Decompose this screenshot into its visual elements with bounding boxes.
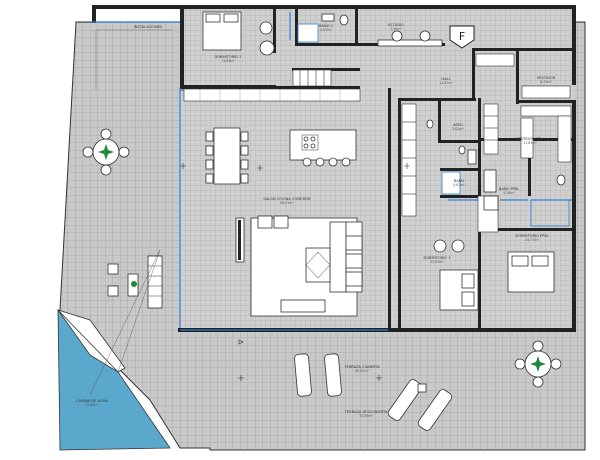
bed-bedroom-1 [439,269,479,311]
room-label-covered-terrace: TERRAZA CUBIERTA [343,365,380,369]
room-label-open-terrace: TERRAZA DESCUBIERTA [344,410,388,414]
room-area-living-kitchen-dining: 58,55m² [280,201,294,205]
bed-bedroom-2 [202,11,242,51]
studio-chair-icon-2 [419,30,431,42]
water-sheet [57,308,171,451]
room-label-master-bath: BAÑO PPAL [499,186,519,191]
toilet-icon-4 [426,119,434,129]
kitchen-counter [183,88,361,102]
studio-desk [377,39,443,47]
room-label-bath: BAÑO [454,178,465,183]
interior-floor [180,8,575,330]
outdoor-lounge [107,255,163,309]
sink-icon-2 [467,149,477,165]
room-area-bedroom-2: 13,63m² [221,59,235,63]
shower-icon-3 [530,199,570,227]
armchair-icon [433,239,447,253]
outdoor-round-table-2 [514,340,562,388]
desk-chair-icon [259,40,275,56]
toilet-icon [339,14,349,26]
room-area-studio: 7,40m² [390,27,402,31]
shower-icon-2 [441,171,461,195]
room-area-bedroom-1: 22,93m² [430,260,444,264]
dining-table [205,127,249,185]
toilet-icon-3 [556,174,566,186]
room-label-master-bedroom: DORMITORIO PPAL [515,234,548,238]
room-area-toilet: 3,02m² [452,127,464,131]
room-label-bedroom-2: DORMITORIO 2 [214,55,241,59]
room-label-studio: ESTUDIO [388,23,404,27]
light-markers [180,163,410,381]
room-label-water-sheet: LÁMINA DE AGUA [76,398,108,403]
chair-icon [259,21,273,35]
room-area-hall: 12,87m² [439,81,453,85]
room-area-master-bedroom: 24,77m² [525,238,539,242]
room-area-master-bath: 9,28m² [503,191,515,195]
living-sofa-set [250,215,363,317]
room-label-installations: INSTALACIONES [134,25,163,29]
room-area-dressing: 6,31m² [540,80,552,84]
kitchen-island [289,129,357,167]
room-label-toilet: ASEO [453,123,463,127]
entrance-marker-label: F [459,30,465,43]
room-label-hall: HALL [441,77,450,81]
armchair-icon-2 [451,239,465,253]
room-area-master-dressing: 11,83m² [523,141,537,145]
bed-master [507,251,555,293]
entrance-marker: F [449,25,475,49]
wardrobes [292,53,572,233]
room-labels: INSTALACIONES DORMITORIO 2 13,63m² BAÑO … [76,23,555,418]
sun-loungers [294,353,453,431]
studio-chair-icon [391,30,403,42]
room-label-bedroom-1: DORMITORIO 1 [423,256,450,260]
room-area-bath-2: 4,67m² [320,28,332,32]
room-area-bath: 4,67m² [453,183,465,187]
room-label-dressing: VESTIDOR [537,76,556,80]
toilet-icon-2 [458,145,466,155]
bathtub-icon [483,195,499,211]
room-area-open-terrace: 72,86m² [359,414,373,418]
sink-icon [321,13,335,22]
room-label-living-kitchen-dining: SALÓN COCINA COMEDOR [263,196,311,201]
room-label-master-dressing: VESTIDOR PPAL [516,137,544,141]
room-area-covered-terrace: 80,03m² [355,369,369,373]
room-area-water-sheet: 22,65m² [85,403,99,407]
outdoor-round-table [82,128,130,176]
shower-icon [297,23,319,43]
sink-icon-3 [483,169,497,193]
room-label-bath-2: BAÑO 2 [319,23,333,28]
